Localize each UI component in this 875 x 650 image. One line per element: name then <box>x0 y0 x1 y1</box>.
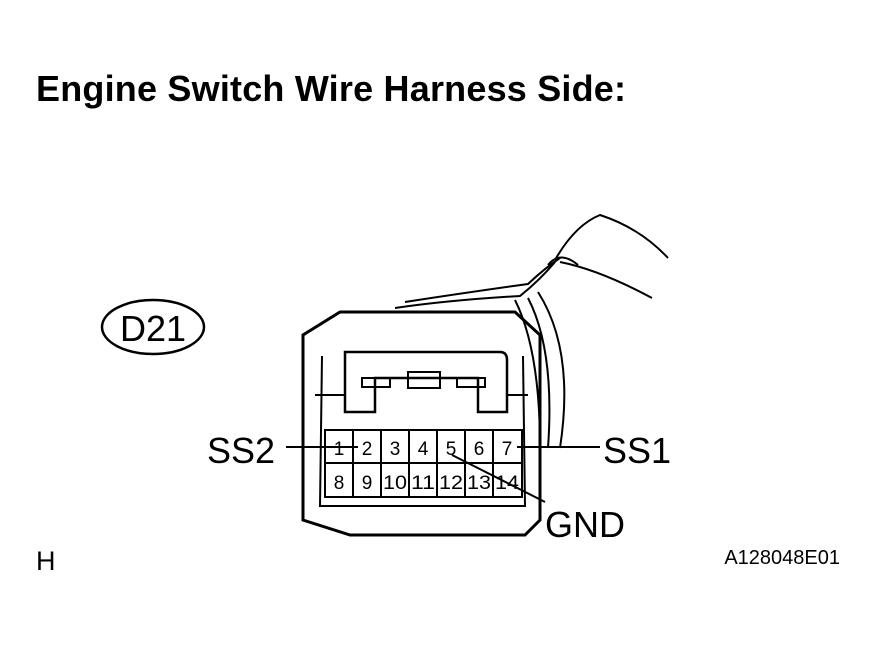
gnd-label: GND <box>545 504 625 545</box>
pin-number: 1 <box>334 439 345 460</box>
gnd-leader <box>451 454 546 503</box>
connector-housing <box>301 310 542 537</box>
pin-number: 11 <box>411 473 435 494</box>
pin-number: 2 <box>362 439 373 460</box>
connector-id-badge: D21 <box>100 298 206 356</box>
pin-number: 9 <box>362 473 373 494</box>
sheet-letter: H <box>36 546 56 576</box>
pin-number: 3 <box>390 439 401 460</box>
pin-number: 5 <box>446 439 457 460</box>
pin-number: 8 <box>334 473 345 494</box>
pin-number: 6 <box>474 439 485 460</box>
pin-number: 4 <box>418 439 429 460</box>
pin-numbers-top: 1 2 3 4 5 6 7 <box>334 439 513 460</box>
ss2-label: SS2 <box>207 430 275 471</box>
connector-id: D21 <box>120 308 186 349</box>
ss1-label: SS1 <box>603 430 671 471</box>
pin-grid <box>324 429 523 498</box>
pin-number: 10 <box>383 473 407 494</box>
pin-numbers-bottom: 8 9 10 11 12 13 14 <box>334 473 520 494</box>
leader-lines <box>286 446 600 503</box>
pin-number: 13 <box>467 473 491 494</box>
pin-number: 12 <box>439 473 463 494</box>
page-title: Engine Switch Wire Harness Side: <box>36 68 627 109</box>
wire-harness-icon <box>394 213 669 449</box>
figure-code: A128048E01 <box>724 547 840 569</box>
pin-number: 7 <box>502 439 513 460</box>
